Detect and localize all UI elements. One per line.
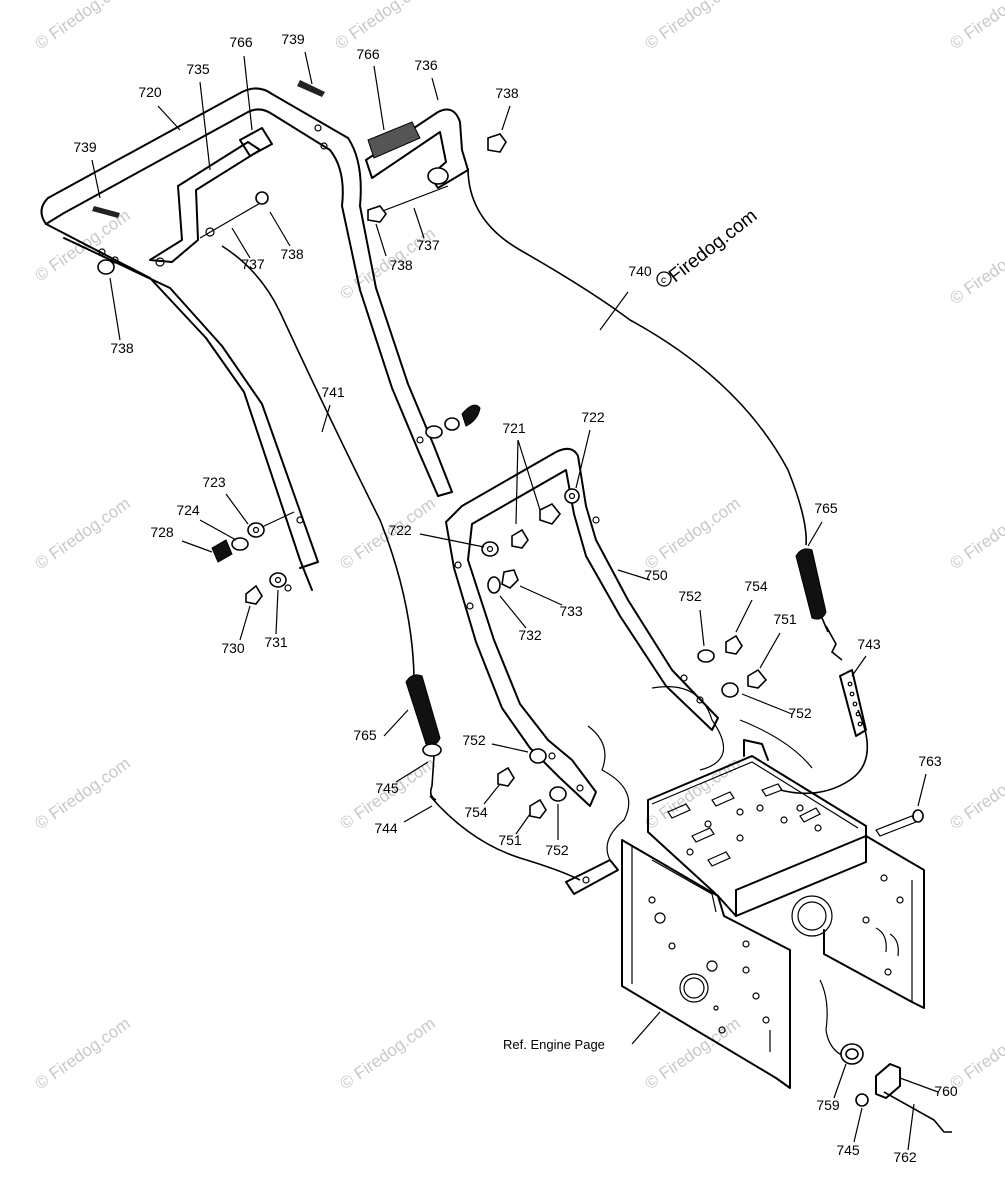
frame-assembly (621, 739, 925, 1089)
callout-label-750: 750 (644, 567, 668, 583)
callout-label-751: 751 (773, 611, 797, 627)
spring-765 (405, 548, 829, 801)
callout-label-744: 744 (374, 820, 398, 836)
callout-label-722: 722 (581, 409, 605, 425)
callout-label-762: 762 (893, 1149, 917, 1165)
callout-label-752: 752 (678, 588, 702, 604)
hardware-mid (425, 404, 481, 439)
svg-text:c: c (661, 275, 666, 286)
callout-label-752: 752 (545, 842, 569, 858)
callout-label-737: 737 (416, 237, 440, 253)
watermark: © Firedog.com (946, 0, 1005, 53)
watermark: © Firedog.com (946, 229, 1005, 309)
bracket-743 (839, 669, 867, 737)
watermark: © Firedog.com (31, 1014, 133, 1094)
reference-note: Ref. Engine Page (503, 1037, 605, 1052)
watermark: © Firedog.com (946, 1014, 1005, 1094)
watermark: © Firedog.com (336, 1014, 438, 1094)
callout-label-736: 736 (414, 57, 438, 73)
lower-handle (445, 447, 719, 807)
callout-label-741: 741 (321, 384, 345, 400)
callout-label-722: 722 (388, 522, 412, 538)
callout-label-738: 738 (280, 246, 304, 262)
callout-label-754: 754 (464, 804, 488, 820)
callout-label-766: 766 (356, 46, 380, 62)
callout-label-745: 745 (836, 1142, 860, 1158)
leader-lines (91, 51, 939, 1151)
callout-label-740: 740 (628, 263, 652, 279)
watermark: © Firedog.com (641, 1014, 743, 1094)
callout-label-739: 739 (73, 139, 97, 155)
callout-label-731: 731 (264, 634, 288, 650)
hardware-top (97, 133, 507, 275)
callout-label-721: 721 (502, 420, 526, 436)
control-lever-right (365, 108, 469, 189)
cable-bracket (565, 859, 619, 895)
watermark: © Firedog.com (946, 494, 1005, 574)
idler-assembly (819, 979, 952, 1133)
callout-label-759: 759 (816, 1097, 840, 1113)
watermark-main: Firedog.com (665, 205, 761, 287)
callout-label-765: 765 (353, 727, 377, 743)
callout-label-738: 738 (389, 257, 413, 273)
hardware-left (211, 511, 295, 605)
callout-label-752: 752 (788, 705, 812, 721)
callout-label-730: 730 (221, 640, 245, 656)
callout-label-737: 737 (241, 256, 265, 272)
callout-label-723: 723 (202, 474, 226, 490)
watermark: © Firedog.com (31, 0, 133, 53)
callout-label-720: 720 (138, 84, 162, 100)
callout-label-745: 745 (375, 780, 399, 796)
callout-label-735: 735 (186, 61, 210, 77)
callout-label-728: 728 (150, 524, 174, 540)
decal-739 (92, 80, 325, 218)
control-lever-left (149, 141, 261, 267)
callout-label-765: 765 (814, 500, 838, 516)
callout-label-738: 738 (110, 340, 134, 356)
callout-label-763: 763 (918, 753, 942, 769)
callout-label-760: 760 (934, 1083, 958, 1099)
callout-label-752: 752 (462, 732, 486, 748)
grip-766-left (239, 127, 273, 157)
callout-label-738: 738 (495, 85, 519, 101)
watermark: © Firedog.com (641, 0, 743, 53)
watermark: © Firedog.com (641, 494, 743, 574)
control-cables (221, 167, 869, 881)
watermark: © Firedog.com (31, 754, 133, 834)
callout-label-743: 743 (857, 636, 881, 652)
callout-label-754: 754 (744, 578, 768, 594)
watermark: © Firedog.com (31, 206, 133, 286)
callout-label-766: 766 (229, 34, 253, 50)
watermark: © Firedog.com (31, 494, 133, 574)
callout-label-732: 732 (518, 627, 542, 643)
callout-label-751: 751 (498, 832, 522, 848)
callout-label-739: 739 (281, 31, 305, 47)
callout-label-724: 724 (176, 502, 200, 518)
hardware-lower (481, 488, 768, 819)
cable-loops (587, 686, 813, 861)
watermark: © Firedog.com (331, 0, 433, 53)
upper-handle (40, 87, 453, 592)
watermark: © Firedog.com (946, 754, 1005, 834)
main-watermark: c Firedog.com (656, 205, 761, 287)
callout-label-733: 733 (559, 603, 583, 619)
